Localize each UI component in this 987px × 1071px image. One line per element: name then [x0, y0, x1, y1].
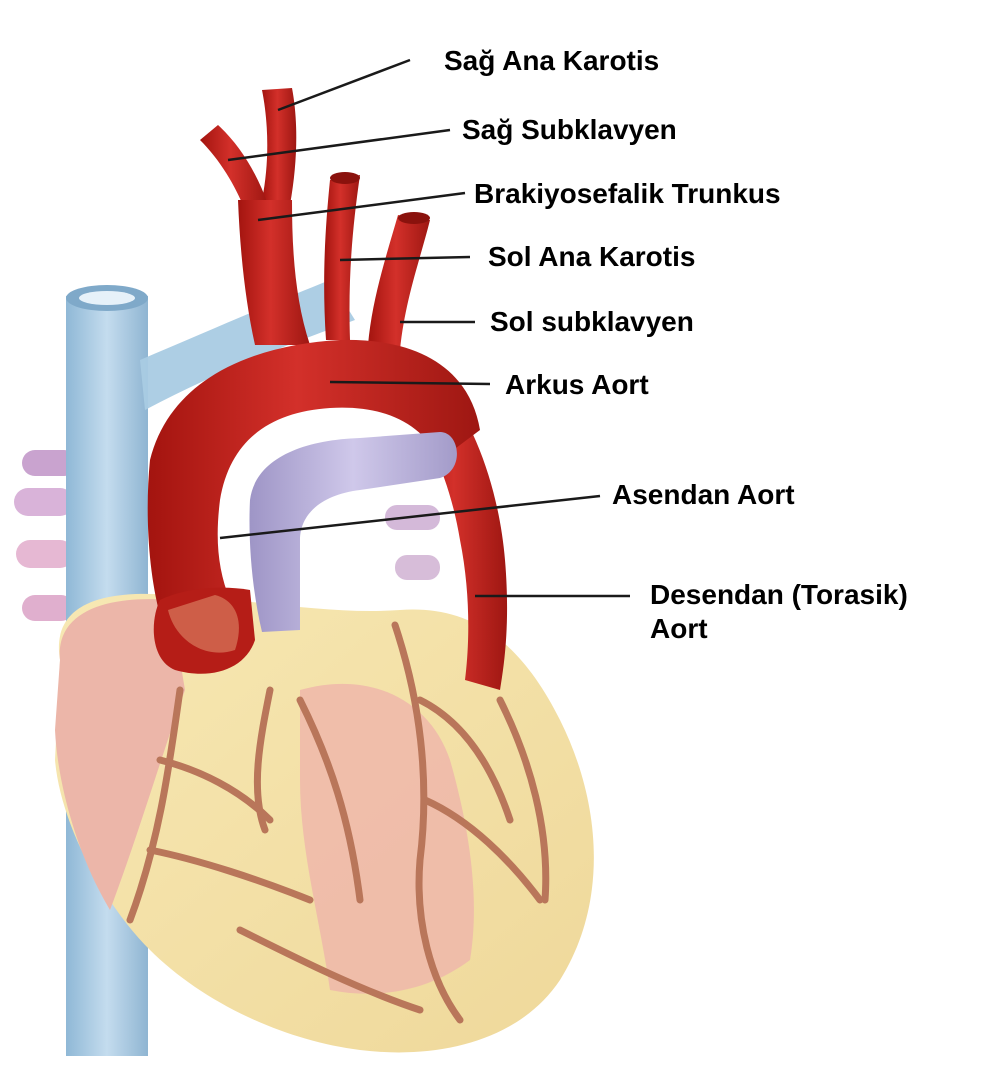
- leader-sol-ana-karotis: [340, 257, 470, 260]
- leader-sag-ana-karotis: [278, 60, 410, 110]
- label-desendan-aort-line2: Aort: [650, 612, 980, 646]
- label-sag-subklavyen: Sağ Subklavyen: [462, 113, 677, 147]
- label-brakiyosefalik-trunkus: Brakiyosefalik Trunkus: [474, 177, 781, 211]
- label-sag-ana-karotis: Sağ Ana Karotis: [444, 44, 659, 78]
- leader-sag-subklavyen: [228, 130, 450, 160]
- label-desendan-aort: Desendan (Torasik) Aort: [650, 578, 980, 646]
- label-asendan-aort: Asendan Aort: [612, 478, 795, 512]
- label-sol-ana-karotis: Sol Ana Karotis: [488, 240, 695, 274]
- label-desendan-aort-line1: Desendan (Torasik): [650, 578, 980, 612]
- label-sol-subklavyen: Sol subklavyen: [490, 305, 694, 339]
- label-arkus-aort: Arkus Aort: [505, 368, 649, 402]
